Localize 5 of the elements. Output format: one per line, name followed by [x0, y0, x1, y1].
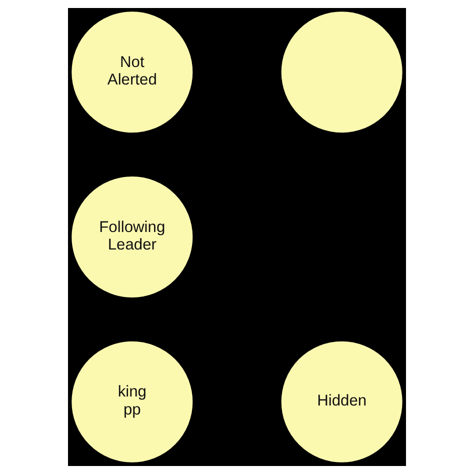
node-circle — [281, 12, 402, 133]
node-circle: Hidden — [281, 341, 402, 462]
node-circle: king pp — [72, 341, 193, 462]
node-circle: Not Alerted — [72, 12, 193, 133]
node-circle: Following Leader — [72, 176, 193, 298]
